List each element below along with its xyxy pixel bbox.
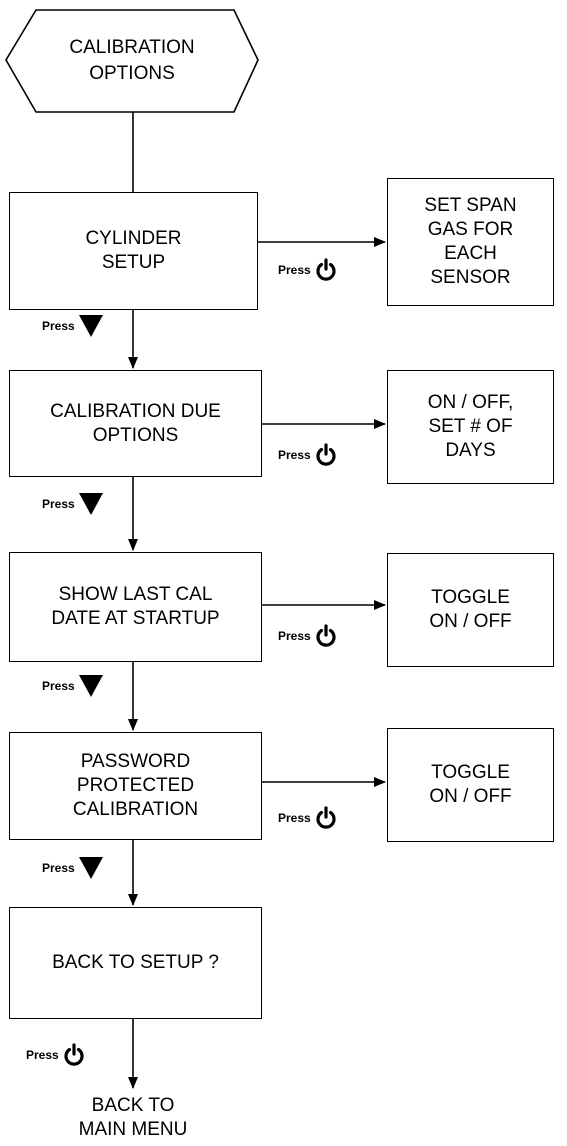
press-label: Press (278, 448, 311, 462)
press-label: Press (42, 497, 75, 511)
lastcal-toggle-action-box: TOGGLE ON / OFF (387, 553, 554, 667)
back-to-setup-box[interactable]: BACK TO SETUP ? (9, 907, 262, 1019)
press-down-lastcal: Press (42, 675, 103, 697)
press-down-password: Press (42, 857, 103, 879)
down-triangle-icon (78, 675, 103, 697)
cylinder-setup-box[interactable]: CYLINDER SETUP (9, 192, 258, 310)
press-label: Press (278, 263, 311, 277)
press-down-due: Press (42, 493, 103, 515)
start-label: CALIBRATION OPTIONS (69, 37, 195, 84)
back-to-main-menu-label: BACK TO MAIN MENU (78, 1095, 188, 1140)
press-label: Press (26, 1048, 59, 1062)
password-toggle-action-box: TOGGLE ON / OFF (387, 728, 554, 842)
power-icon (316, 258, 336, 281)
press-power-lastcal: Press (278, 624, 337, 648)
press-power-due: Press (278, 443, 337, 467)
show-last-cal-box[interactable]: SHOW LAST CAL DATE AT STARTUP (9, 552, 262, 662)
press-label: Press (278, 629, 311, 643)
press-power-cylinder: Press (278, 258, 337, 282)
press-label: Press (42, 679, 75, 693)
press-label: Press (42, 319, 75, 333)
calibration-due-box[interactable]: CALIBRATION DUE OPTIONS (9, 370, 262, 477)
power-icon (316, 806, 336, 829)
down-triangle-icon (78, 315, 103, 337)
press-label: Press (42, 861, 75, 875)
press-down-cylinder: Press (42, 315, 103, 337)
down-triangle-icon (78, 857, 103, 879)
password-protected-box[interactable]: PASSWORD PROTECTED CALIBRATION (9, 732, 262, 840)
due-days-action-box: ON / OFF, SET # OF DAYS (387, 370, 554, 484)
press-power-password: Press (278, 806, 337, 830)
power-icon (316, 443, 336, 466)
power-icon (64, 1043, 84, 1066)
power-icon (316, 624, 336, 647)
span-gas-action-box: SET SPAN GAS FOR EACH SENSOR (387, 178, 554, 306)
start-hexagon (5, 9, 259, 113)
press-label: Press (278, 811, 311, 825)
press-power-back: Press (26, 1043, 85, 1067)
down-triangle-icon (78, 493, 103, 515)
